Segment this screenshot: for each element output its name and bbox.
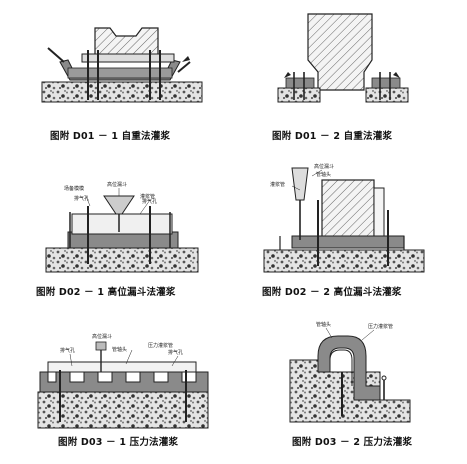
base-plate [81,53,175,63]
leader-line [139,199,151,215]
leader-line [311,169,323,177]
panel-d02-1: 高位漏斗 场备模模 排气孔 排气孔 灌浆管 [45,181,199,273]
valve-icon [381,375,387,381]
hopper-icon [291,167,309,201]
label-hopper: 高位漏斗 [92,333,112,340]
hopper-icon [95,341,107,351]
label-grout-pipe: 灌浆管 [140,193,155,200]
base-plate [47,361,197,373]
label-grout-pipe: 灌浆管 [270,181,285,188]
panel-d01-2 [277,13,409,103]
wedge-icon [393,72,400,78]
leader-line [125,349,133,365]
label-pipe-head: 管轴头 [316,321,331,328]
panel-d01-1 [41,27,203,103]
formwork-left [47,47,65,63]
concrete-foundation [41,81,203,103]
concrete-foundation [263,249,425,273]
label-pipe-head: 管轴头 [112,346,127,353]
caption-d02-2: 图附 D02 － 2 高位漏斗法灌浆 [262,287,402,298]
formwork-right [177,61,191,73]
caption-d03-2: 图附 D03 － 2 压力法灌浆 [292,437,413,448]
panel-d02-2: 高位漏斗 管轴头 灌浆管 [263,163,425,273]
panel-d03-1: 高位漏斗 管轴头 压力灌浆管 排气孔 排气孔 [37,333,209,429]
label-vent-right: 排气孔 [142,198,157,205]
panel-d03-2: 管轴头 压力灌浆管 [289,321,411,423]
caption-d03-1: 图附 D03 － 1 压力法灌浆 [58,437,179,448]
caption-d01-1: 图附 D01 － 1 自重法灌浆 [50,131,171,142]
leader-line [171,355,179,367]
label-pipe-head: 管轴头 [316,171,331,178]
wedge-icon [182,56,190,62]
leader-line [325,327,333,339]
caption-d01-2: 图附 D01 － 2 自重法灌浆 [272,131,393,142]
label-vent-left: 排气孔 [74,195,89,202]
hopper-icon [103,195,135,215]
leader-line [361,329,375,341]
label-hopper: 高位漏斗 [107,181,127,188]
grout-layer [39,371,209,393]
grout-right [371,77,401,89]
label-vent-right: 排气孔 [168,349,183,356]
label-pressure-pipe: 压力灌浆管 [148,342,173,349]
wedge-icon [284,72,291,78]
leader-line [85,195,91,207]
equipment-base [94,27,159,57]
equipment-body [307,13,373,91]
equipment-body [321,179,375,247]
concrete-foundation [289,359,411,423]
grout-left [285,77,315,89]
concrete-foundation [37,391,209,429]
grout-layer [317,335,381,401]
concrete-left [277,87,321,103]
leader-line [69,353,73,367]
leader-line [291,185,301,191]
label-mold: 场备模模 [64,185,84,192]
concrete-foundation [45,247,199,273]
caption-d02-1: 图附 D02 － 1 高位漏斗法灌浆 [36,287,176,298]
label-vent-left: 排气孔 [60,347,75,354]
label-pressure-pipe: 压力灌浆管 [368,323,393,330]
equipment-flange [329,349,353,386]
grout-fill [67,67,173,79]
concrete-right [365,87,409,103]
label-hopper: 高位漏斗 [314,163,334,170]
